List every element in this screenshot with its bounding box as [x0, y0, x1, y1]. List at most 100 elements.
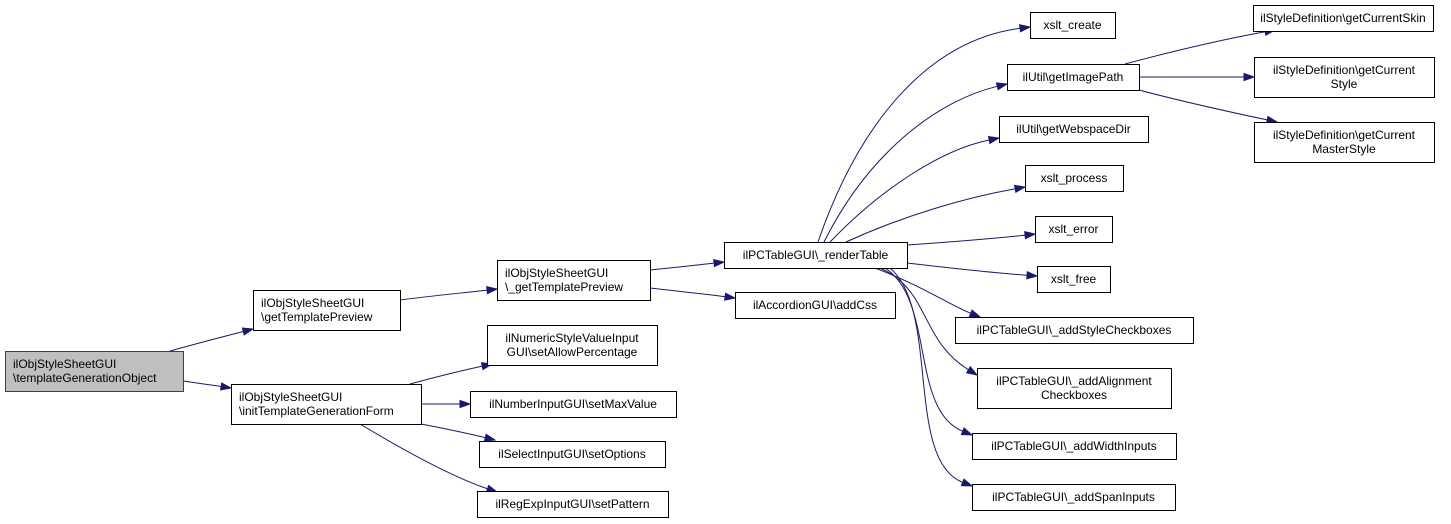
node-box — [1025, 165, 1124, 192]
node-label: ilObjStyleSheetGUI — [261, 296, 364, 310]
node-box — [724, 242, 908, 269]
node-getCurrentSkin[interactable]: ilStyleDefinition\getCurrentSkin — [1253, 5, 1434, 32]
nodes-layer: ilObjStyleSheetGUI\templateGenerationObj… — [5, 5, 1435, 518]
edge-initTemplateGenerationForm-to-setAllowPercentage — [409, 362, 494, 385]
node-setMaxValue[interactable]: ilNumberInputGUI\setMaxValue — [470, 391, 677, 418]
node-box — [1035, 216, 1113, 243]
node-label: ilSelectInputGUI\setOptions — [498, 447, 645, 461]
node-box — [477, 491, 669, 518]
node-setOptions[interactable]: ilSelectInputGUI\setOptions — [479, 441, 666, 468]
node-getWebspaceDir[interactable]: ilUtil\getWebspaceDir — [999, 116, 1149, 143]
node-label: ilAccordionGUI\addCss — [753, 298, 877, 312]
arrowhead-icon — [241, 327, 255, 336]
edge-line — [906, 234, 1026, 246]
edge-line — [359, 423, 488, 490]
node-label: ilStyleDefinition\getCurrent — [1273, 63, 1416, 77]
arrowhead-icon — [965, 365, 979, 376]
node-label: ilPCTableGUI\_addAlignment — [996, 374, 1152, 388]
edge-initTemplateGenerationForm-to-setPattern — [359, 423, 499, 493]
node-box — [1037, 266, 1111, 293]
node-getTemplatePreview[interactable]: ilObjStyleSheetGUI\getTemplatePreview — [253, 290, 401, 331]
node-label: ilNumberInputGUI\setMaxValue — [489, 397, 657, 411]
node-label: ilNumericStyleValueInput — [505, 331, 639, 345]
node-xslt-free[interactable]: xslt_free — [1037, 266, 1111, 293]
node-renderTable[interactable]: ilPCTableGUI\_renderTable — [724, 242, 908, 269]
arrowhead-icon — [1013, 184, 1027, 194]
node-setAllowPercentage[interactable]: ilNumericStyleValueInputGUI\setAllowPerc… — [487, 325, 658, 366]
arrowhead-icon — [1243, 72, 1256, 82]
node-box — [955, 317, 1194, 344]
node-box — [470, 391, 677, 418]
node-label: \initTemplateGenerationForm — [239, 404, 394, 418]
node-setPattern[interactable]: ilRegExpInputGUI\setPattern — [477, 491, 669, 518]
edge-line — [906, 262, 1028, 276]
edge-getImagePath-to-getCurrentMasterStyle — [1138, 89, 1279, 124]
node-label: ilUtil\getWebspaceDir — [1016, 122, 1131, 136]
node-box — [497, 260, 651, 301]
node-addSpanInputs[interactable]: ilPCTableGUI\_addSpanInputs — [972, 484, 1176, 511]
edge-line — [399, 289, 488, 301]
node-addWidthInputs[interactable]: ilPCTableGUI\_addWidthInputs — [972, 433, 1177, 460]
arrowhead-icon — [1026, 271, 1039, 280]
node-box — [5, 351, 184, 392]
node-initTemplateGenerationForm[interactable]: ilObjStyleSheetGUI\initTemplateGeneratio… — [231, 384, 422, 425]
node-label: Checkboxes — [1041, 388, 1107, 402]
edge-initTemplateGenerationForm-to-setOptions — [420, 423, 497, 442]
node-box — [253, 290, 401, 331]
node-label: \templateGenerationObject — [13, 371, 157, 385]
edge-_getTemplatePreview-to-_renderTable — [649, 258, 726, 271]
edge-_renderTable-to-xslt_process — [845, 184, 1027, 243]
edge-initTemplateGenerationForm-to-setMaxValue — [420, 399, 472, 409]
edge-line — [649, 262, 715, 271]
node-root[interactable]: ilObjStyleSheetGUI\templateGenerationObj… — [5, 351, 184, 392]
edge-line — [845, 188, 1016, 243]
arrowhead-icon — [960, 478, 974, 487]
node-label: ilPCTableGUI\_addStyleCheckboxes — [977, 323, 1172, 337]
edge-line — [823, 85, 998, 243]
node-xslt-create[interactable]: xslt_create — [1030, 12, 1116, 39]
node-label: xslt_create — [1043, 18, 1101, 32]
node-box — [487, 325, 658, 366]
node-label: GUI\setAllowPercentage — [507, 345, 638, 359]
arrowhead-icon — [1024, 230, 1037, 240]
node-xslt-error[interactable]: xslt_error — [1035, 216, 1113, 243]
edge-getTemplatePreview-to-_getTemplatePreview — [399, 286, 499, 301]
node-label: ilObjStyleSheetGUI — [239, 390, 342, 404]
edge-_getTemplatePreview-to-addCss — [649, 287, 737, 301]
edge-line — [874, 267, 971, 314]
edge-line — [409, 365, 483, 385]
edge-line — [420, 423, 486, 439]
arrowhead-icon — [483, 433, 497, 442]
arrowhead-icon — [724, 292, 737, 301]
node-addCss[interactable]: ilAccordionGUI\addCss — [735, 292, 896, 319]
node-label: ilStyleDefinition\getCurrent — [1273, 128, 1416, 142]
node-box — [972, 433, 1177, 460]
node-box — [1254, 57, 1435, 98]
edge-line — [817, 27, 1021, 243]
node-label: ilUtil\getImagePath — [1023, 70, 1124, 84]
node-addStyleCheckboxes[interactable]: ilPCTableGUI\_addStyleCheckboxes — [955, 317, 1194, 344]
node-label: ilObjStyleSheetGUI — [13, 357, 116, 371]
arrowhead-icon — [459, 399, 472, 409]
arrowhead-icon — [713, 258, 726, 268]
edge-line — [829, 139, 990, 243]
arrowhead-icon — [968, 309, 982, 318]
node-label: xslt_process — [1041, 171, 1108, 185]
node-box — [735, 292, 896, 319]
edge-line — [169, 331, 244, 352]
arrowhead-icon — [486, 286, 499, 295]
node-label: xslt_error — [1048, 222, 1098, 236]
node-label: MasterStyle — [1312, 142, 1376, 156]
node-getImagePath[interactable]: ilUtil\getImagePath — [1007, 64, 1140, 91]
node-label: ilStyleDefinition\getCurrentSkin — [1260, 11, 1425, 25]
node-xslt-process[interactable]: xslt_process — [1025, 165, 1124, 192]
edge-getImagePath-to-getCurrentSkin — [1124, 27, 1277, 65]
arrowhead-icon — [995, 82, 1009, 91]
node-getTemplatePreview[interactable]: ilObjStyleSheetGUI\_getTemplatePreview — [497, 260, 651, 301]
edge-root-to-initTemplateGenerationForm — [182, 380, 233, 391]
node-label: Style — [1331, 77, 1358, 91]
